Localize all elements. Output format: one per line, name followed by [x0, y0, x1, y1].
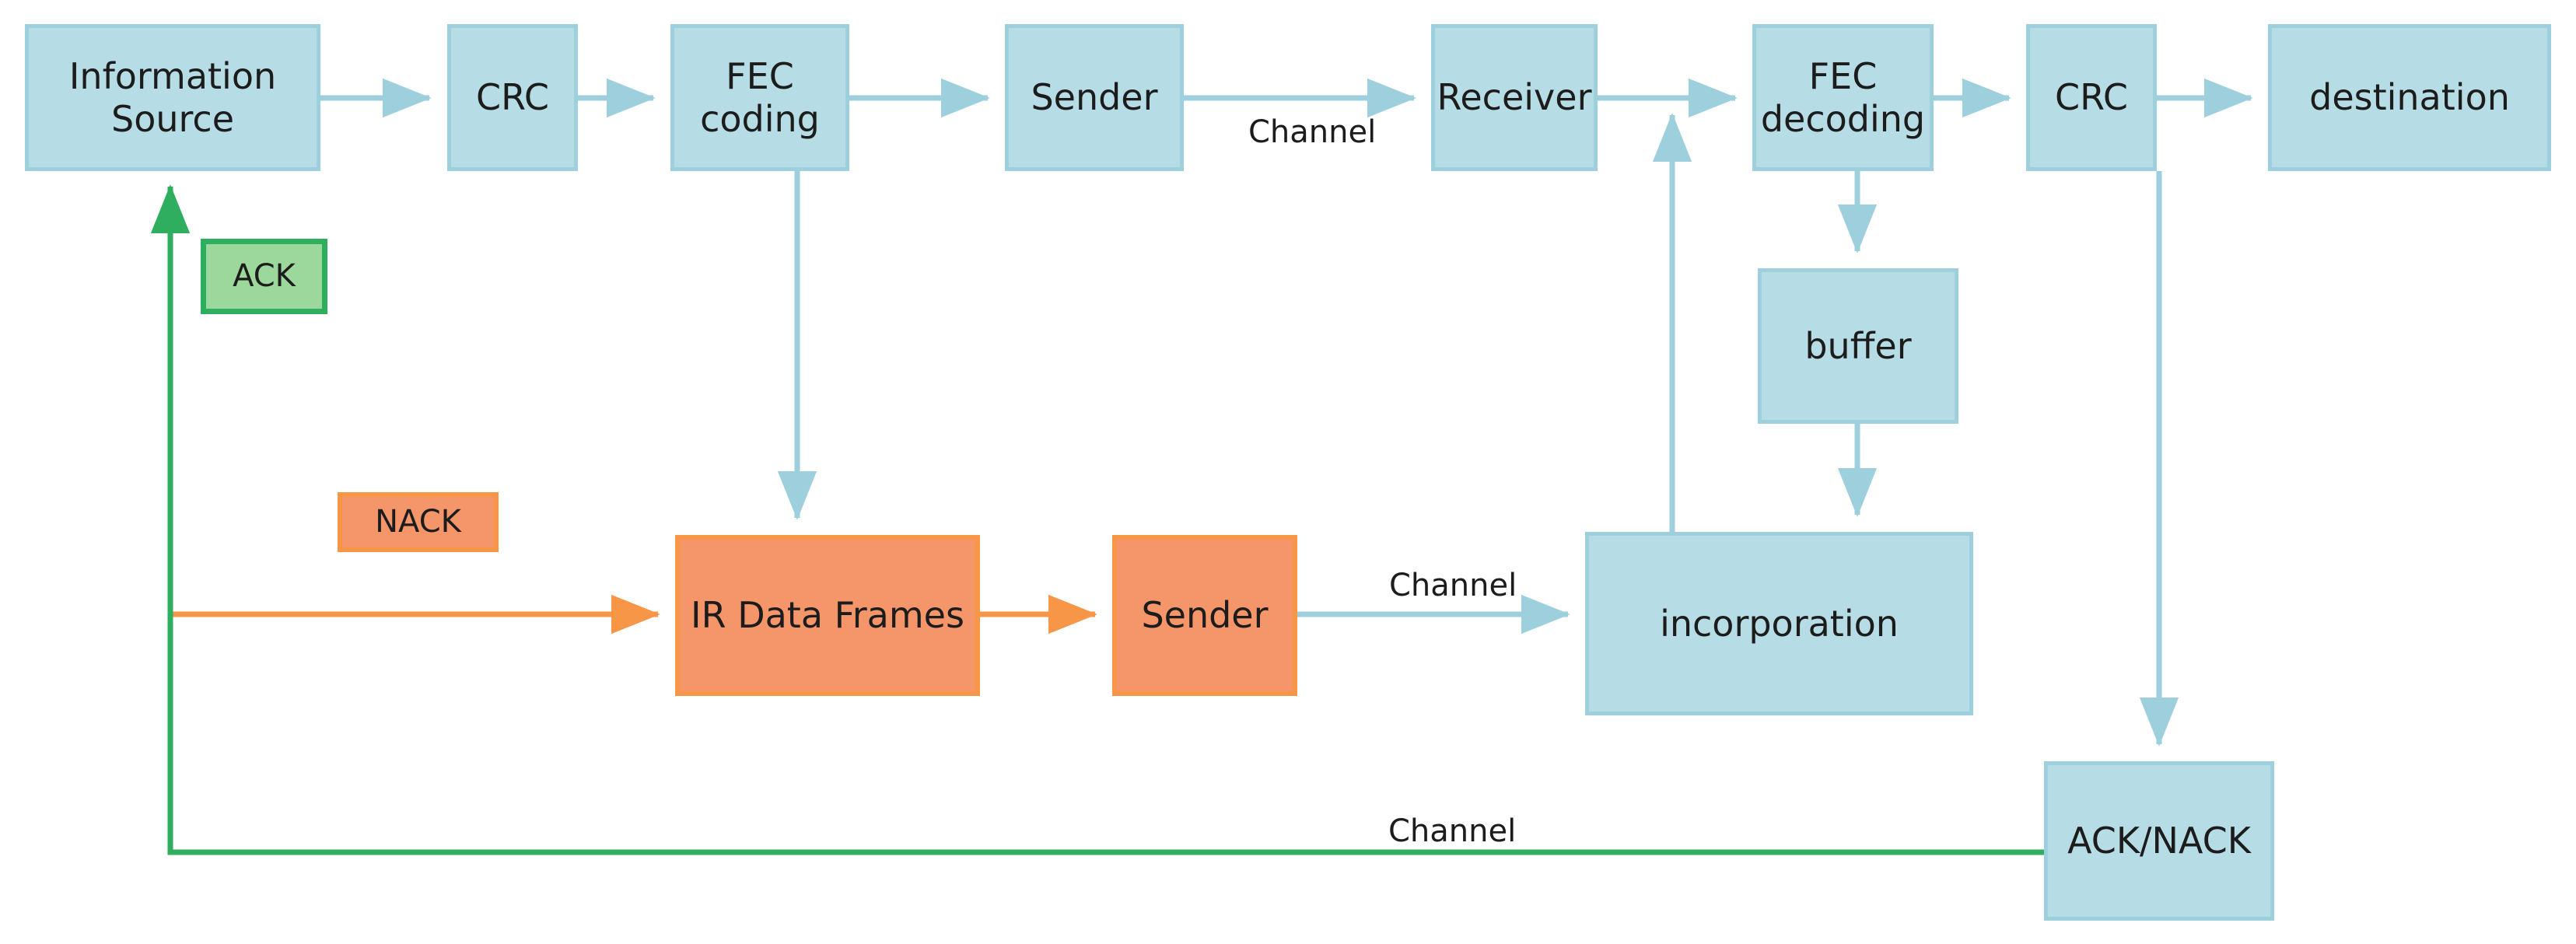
node-ir-data-frames[interactable]: IR Data Frames [675, 535, 980, 696]
node-legend-nack[interactable]: NACK [338, 492, 499, 552]
node-buffer[interactable]: buffer [1758, 268, 1958, 424]
node-sender-tx[interactable]: Sender [1005, 24, 1184, 171]
node-sender-ir[interactable]: Sender [1112, 535, 1297, 696]
node-fec-coding[interactable]: FEC coding [670, 24, 849, 171]
node-receiver[interactable]: Receiver [1431, 24, 1598, 171]
node-ack-nack[interactable]: ACK/NACK [2044, 761, 2274, 921]
node-crc-tx[interactable]: CRC [447, 24, 578, 171]
node-information-source[interactable]: Information Source [25, 24, 320, 171]
node-incorporation[interactable]: incorporation [1585, 532, 1973, 715]
node-legend-ack[interactable]: ACK [201, 239, 327, 314]
node-crc-rx[interactable]: CRC [2026, 24, 2157, 171]
edge-label-channel-sender-receiver: Channel [1248, 114, 1377, 150]
node-destination[interactable]: destination [2268, 24, 2551, 171]
edge-label-channel-acknack-source: Channel [1388, 813, 1517, 849]
node-fec-decoding[interactable]: FEC decoding [1752, 24, 1934, 171]
edge-label-channel-sender-incorporation: Channel [1389, 568, 1517, 603]
